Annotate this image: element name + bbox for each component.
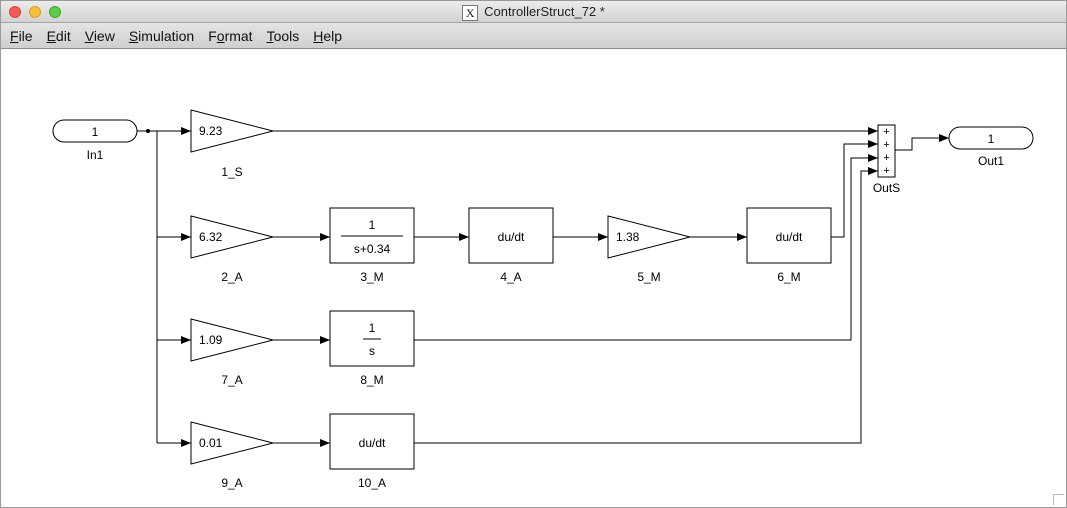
title-bar: X ControllerStruct_72 * bbox=[1, 1, 1066, 23]
gain-1S-label: 1_S bbox=[221, 165, 242, 179]
int-8M-denominator: s bbox=[369, 344, 375, 358]
branch-point bbox=[146, 129, 150, 133]
menu-format-label: rmat bbox=[224, 27, 253, 44]
deriv-4A-text: du/dt bbox=[498, 230, 525, 244]
window-title: ControllerStruct_72 * bbox=[484, 4, 605, 19]
tf-3M-numerator: 1 bbox=[369, 218, 376, 232]
int-8M-numerator: 1 bbox=[369, 321, 376, 335]
signal-lines bbox=[137, 127, 949, 447]
deriv-6M-text: du/dt bbox=[776, 230, 803, 244]
menu-simulation-mnemonic: S bbox=[128, 27, 139, 44]
deriv-10A-shape bbox=[329, 413, 415, 470]
menu-tools[interactable]: Tools bbox=[267, 28, 300, 44]
tf-3M-label: 3_M bbox=[360, 270, 383, 284]
transfer-fcn-3M[interactable]: 1 s+0.34 3_M bbox=[329, 207, 415, 284]
sum-block-outs[interactable]: + + + + OutS bbox=[873, 124, 900, 195]
sum-sign-4: + bbox=[883, 165, 889, 177]
sum-sign-2: + bbox=[883, 139, 889, 151]
gain-7A-label: 7_A bbox=[221, 373, 242, 387]
gain-block-9A[interactable]: 0.01 9_A bbox=[190, 421, 274, 490]
sum-sign-1: + bbox=[883, 126, 889, 138]
inport-in1[interactable]: 1 In1 bbox=[52, 119, 138, 162]
menu-tools-label: ools bbox=[273, 27, 300, 44]
menu-file-mnemonic: F bbox=[10, 27, 19, 44]
derivative-6M[interactable]: du/dt 6_M bbox=[746, 207, 832, 284]
gain-7A-value: 1.09 bbox=[199, 333, 223, 347]
gain-9A-label: 9_A bbox=[221, 476, 242, 490]
menu-help[interactable]: Help bbox=[313, 28, 342, 44]
menu-view-label: iew bbox=[93, 27, 115, 44]
menu-simulation[interactable]: Simulation bbox=[129, 28, 194, 44]
menu-simulation-label: imulation bbox=[138, 27, 195, 44]
sum-outs-label: OutS bbox=[873, 181, 900, 195]
gain-5M-shape bbox=[607, 215, 691, 259]
int-8M-label: 8_M bbox=[360, 373, 383, 387]
gain-2A-value: 6.32 bbox=[199, 230, 223, 244]
deriv-6M-label: 6_M bbox=[777, 270, 800, 284]
gain-9A-value: 0.01 bbox=[199, 436, 223, 450]
sum-outs-shape bbox=[877, 124, 896, 178]
outport-out1-label: Out1 bbox=[978, 154, 1004, 168]
deriv-10A-text: du/dt bbox=[359, 436, 386, 450]
gain-7A-shape bbox=[190, 318, 274, 362]
menu-help-mnemonic: H bbox=[313, 27, 324, 44]
menu-view-mnemonic: V bbox=[84, 27, 94, 44]
derivative-10A[interactable]: du/dt 10_A bbox=[329, 413, 415, 490]
menu-file[interactable]: File bbox=[10, 28, 33, 44]
block-diagram: 1 In1 9.23 1_S 6.32 2_A 1 s+0.34 3 bbox=[52, 109, 1034, 490]
menu-bar: File Edit View Simulation Format Tools H… bbox=[1, 23, 1066, 49]
integrator-8M[interactable]: 1 s 8_M bbox=[329, 310, 415, 387]
gain-block-5M[interactable]: 1.38 5_M bbox=[607, 215, 691, 284]
derivative-4A[interactable]: du/dt 4_A bbox=[468, 207, 554, 284]
deriv-4A-shape bbox=[468, 207, 554, 264]
gain-9A-shape bbox=[190, 421, 274, 465]
menu-file-label: ile bbox=[18, 27, 33, 44]
signal-6M-to-sum[interactable] bbox=[831, 140, 878, 238]
zoom-window-button[interactable] bbox=[49, 6, 61, 18]
gain-1S-shape bbox=[190, 109, 274, 153]
tf-3M-denominator: s+0.34 bbox=[354, 242, 391, 256]
menu-help-label: elp bbox=[323, 27, 343, 44]
gain-1S-value: 9.23 bbox=[199, 124, 223, 138]
menu-view[interactable]: View bbox=[85, 28, 115, 44]
gain-5M-value: 1.38 bbox=[616, 230, 640, 244]
outport-out1[interactable]: 1 Out1 bbox=[948, 126, 1034, 168]
gain-2A-shape bbox=[190, 215, 274, 259]
model-canvas[interactable]: 1 In1 9.23 1_S 6.32 2_A 1 s+0.34 3 bbox=[1, 49, 1066, 507]
signal-8M-to-sum[interactable] bbox=[414, 154, 878, 341]
signal-10A-to-sum[interactable] bbox=[414, 167, 878, 444]
inport-in1-shape bbox=[52, 119, 138, 143]
deriv-10A-label: 10_A bbox=[358, 476, 386, 490]
gain-5M-label: 5_M bbox=[637, 270, 660, 284]
minimize-window-button[interactable] bbox=[29, 6, 41, 18]
close-window-button[interactable] bbox=[9, 6, 21, 18]
gain-block-7A[interactable]: 1.09 7_A bbox=[190, 318, 274, 387]
resize-grip-icon[interactable] bbox=[1053, 494, 1064, 505]
x11-app-icon: X bbox=[462, 4, 479, 21]
menu-tools-mnemonic: T bbox=[266, 27, 274, 44]
signal-sum-to-out1[interactable] bbox=[895, 134, 949, 151]
gain-2A-label: 2_A bbox=[221, 270, 242, 284]
outport-out1-shape bbox=[948, 126, 1034, 150]
menu-format[interactable]: Format bbox=[208, 28, 252, 44]
inport-in1-label: In1 bbox=[87, 148, 104, 162]
window-title-area: X ControllerStruct_72 * bbox=[1, 1, 1066, 23]
menu-format-mnemonic: o bbox=[216, 27, 225, 44]
menu-edit[interactable]: Edit bbox=[47, 28, 71, 44]
menu-edit-label: dit bbox=[55, 27, 71, 44]
menu-edit-mnemonic: E bbox=[46, 27, 56, 44]
sum-sign-3: + bbox=[883, 152, 889, 164]
inport-in1-number: 1 bbox=[92, 125, 99, 139]
gain-block-2A[interactable]: 6.32 2_A bbox=[190, 215, 274, 284]
deriv-4A-label: 4_A bbox=[500, 270, 521, 284]
deriv-6M-shape bbox=[746, 207, 832, 264]
outport-out1-number: 1 bbox=[988, 132, 995, 146]
gain-block-1S[interactable]: 9.23 1_S bbox=[190, 109, 274, 179]
menu-format-pre: F bbox=[208, 27, 217, 44]
